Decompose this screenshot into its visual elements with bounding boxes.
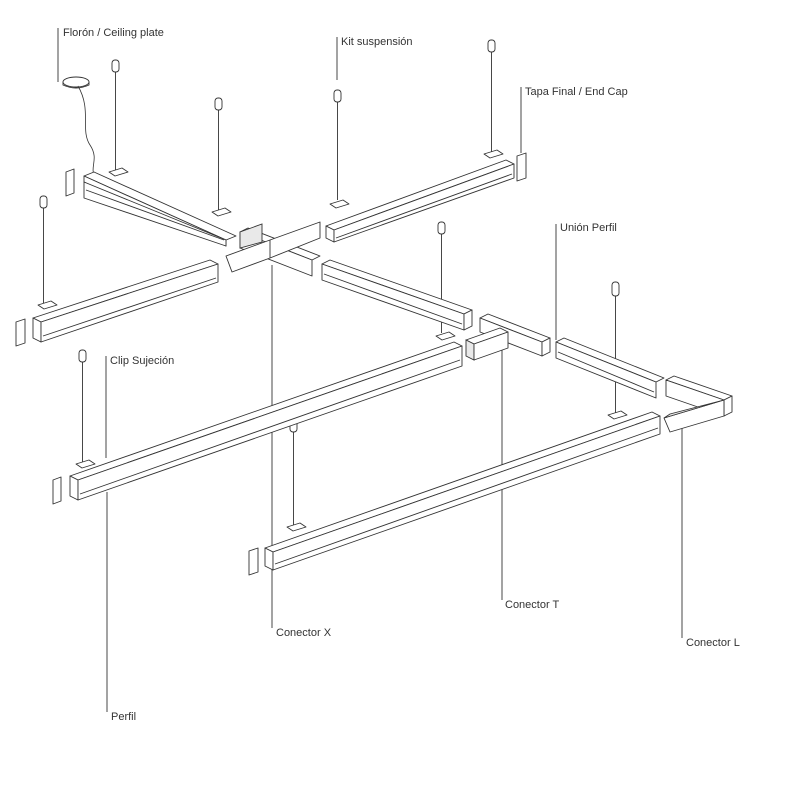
profile-d [321,259,473,331]
profile-e [555,337,665,399]
label-profile: Perfil [111,711,136,723]
profile-f [69,341,463,501]
l-connector-icon [663,375,733,433]
ceiling-plate-icon [62,76,97,179]
profile-b [325,159,515,243]
profile-a [83,171,237,247]
label-profile-union: Unión Perfil [560,222,617,234]
label-l-connector: Conector L [686,637,740,649]
label-end-cap: Tapa Final / End Cap [525,86,628,98]
fixing-clips [37,149,628,532]
label-x-connector: Conector X [276,627,332,639]
end-caps [15,152,527,576]
x-connector-icon [225,221,321,277]
profile-union-icon [479,313,551,357]
profile-c [32,259,219,343]
label-group: Florón / Ceiling plate Kit suspensión Ta… [63,27,740,723]
t-connector-icon [465,327,509,361]
profiles [32,159,665,571]
suspension-wires [39,39,620,525]
label-suspension-kit: Kit suspensión [341,36,413,48]
label-ceiling-plate: Florón / Ceiling plate [63,27,164,39]
profile-g [264,411,661,571]
label-t-connector: Conector T [505,599,559,611]
label-fixing-clip: Clip Sujeción [110,355,174,367]
